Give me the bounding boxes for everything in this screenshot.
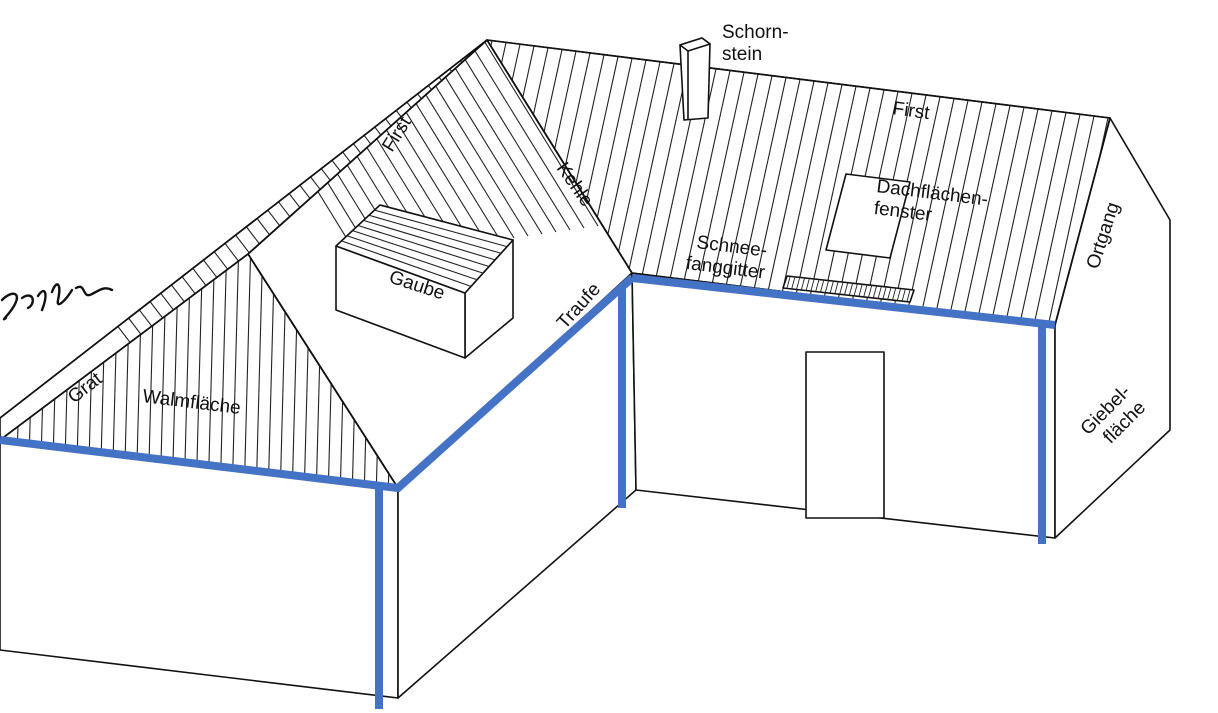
- handwritten-scribble: [2, 284, 112, 319]
- chimney: [680, 38, 710, 120]
- label-schornstein: Schorn- stein: [722, 22, 794, 65]
- door: [806, 352, 884, 518]
